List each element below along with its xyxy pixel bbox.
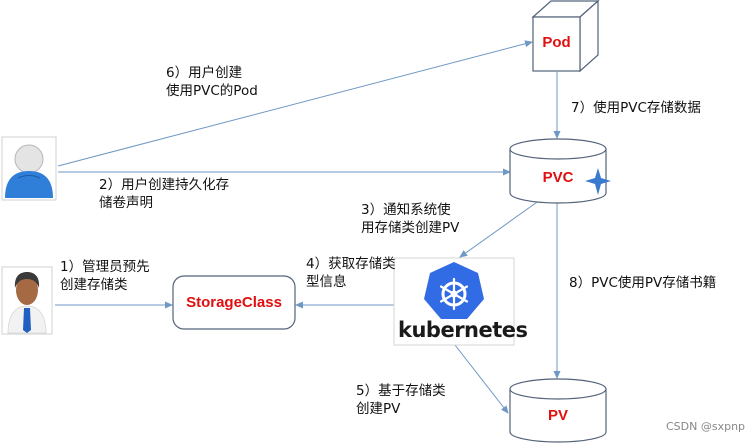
pv-node[interactable] [509,378,607,443]
step-5-label: 5）基于存储类 创建PV [356,382,446,418]
step-4-label: 4）获取存储类 型信息 [306,255,396,291]
step-8-line1: 8）PVC使用PV存储书籍 [569,275,717,291]
step-1-line1: 1）管理员预先 [60,259,150,275]
step-3-line1: 3）通知系统使 [361,202,451,218]
step-1-line2: 创建存储类 [60,277,128,293]
edge-pvc-to-k8s [459,199,541,258]
admin-avatar [1,266,53,335]
step-6-line1: 6）用户创建 [166,65,243,81]
pv-label: PV [547,407,568,424]
step-8-label: 8）PVC使用PV存储书籍 [569,274,716,292]
watermark: CSDN @sxpnp [666,420,746,433]
pvc-node[interactable] [509,138,607,204]
sparkle-icon [585,168,611,195]
pvc-label: PVC [542,169,574,186]
step-5-line1: 5）基于存储类 [356,383,446,399]
kubernetes-wordmark: kubernetes [398,318,528,342]
step-4-line1: 4）获取存储类 [306,256,396,272]
step-4-line2: 型信息 [306,274,347,290]
k8s-helm-wheel-icon [439,277,469,311]
step-7-line1: 7）使用PVC存储数据 [571,100,701,116]
pod-label: Pod [542,34,571,51]
step-2-line2: 储卷声明 [99,195,153,211]
step-3-label: 3）通知系统使 用存储类创建PV [361,201,459,237]
storageclass-label: StorageClass [186,294,282,311]
storageclass-node[interactable] [172,275,296,330]
step-2-label: 2）用户创建持久化存 储卷声明 [99,176,229,212]
kubernetes-logo[interactable] [393,257,515,346]
step-6-line2: 使用PVC的Pod [166,83,258,99]
step-5-line2: 创建PV [356,401,401,417]
edge-user-to-pod [57,40,533,167]
edge-k8s-to-pv [454,344,509,414]
pod-node[interactable] [531,0,600,73]
step-1-label: 1）管理员预先 创建存储类 [60,258,150,294]
step-3-line2: 用存储类创建PV [361,220,460,236]
step-7-label: 7）使用PVC存储数据 [571,99,701,117]
step-2-line1: 2）用户创建持久化存 [99,177,230,193]
user-avatar [1,136,57,201]
step-6-label: 6）用户创建 使用PVC的Pod [166,64,258,100]
